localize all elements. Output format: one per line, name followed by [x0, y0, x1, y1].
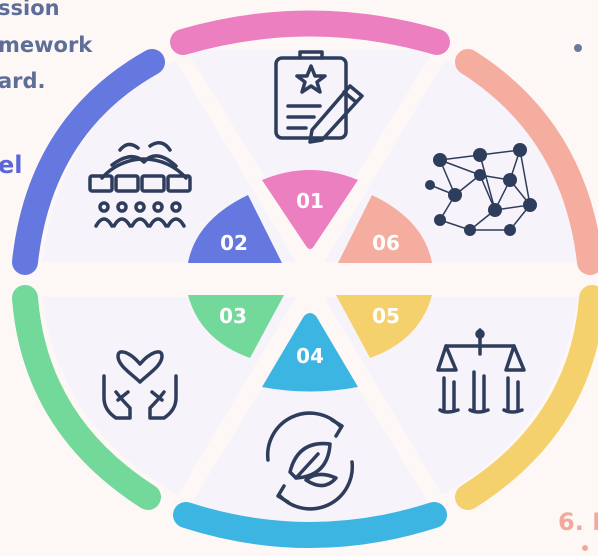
decor-dot [582, 545, 588, 551]
document-star-pen-icon [274, 50, 364, 144]
side-text-line-2: mework [0, 33, 93, 57]
right-heading-fragment: 6. I [558, 508, 598, 536]
wedge-02 [188, 195, 282, 263]
arc-06 [455, 49, 598, 275]
segment-number-01: 01 [296, 189, 324, 213]
wedge-01 [262, 170, 358, 249]
side-text-line-1: ssion [0, 0, 60, 20]
arc-03 [12, 285, 161, 510]
wedge-04 [262, 313, 358, 392]
wedge-05 [336, 295, 432, 358]
segment-number-05: 05 [372, 304, 400, 328]
arc-02 [12, 49, 165, 275]
segment-number-06: 06 [372, 231, 400, 255]
bullet-dot [574, 44, 582, 52]
justice-scales-hands-icon [436, 328, 526, 414]
arc-01 [170, 10, 450, 55]
wedge-03 [188, 295, 284, 358]
segment-number-03: 03 [219, 304, 247, 328]
arc-04 [173, 502, 447, 548]
leaf-cycle-icon [265, 411, 355, 511]
segment-number-04: 04 [296, 344, 324, 368]
inner-wedges [188, 170, 432, 392]
segment-number-02: 02 [220, 231, 248, 255]
side-text-line-3: ard. [0, 69, 46, 93]
network-people-icon [425, 143, 537, 236]
sector-backgrounds [42, 50, 578, 525]
side-heading-fragment: el [0, 151, 23, 179]
arc-05 [455, 285, 598, 510]
globe-community-icon [88, 141, 192, 228]
hands-heart-icon [102, 350, 178, 420]
wedge-06 [338, 195, 432, 263]
outer-arcs [12, 10, 598, 548]
